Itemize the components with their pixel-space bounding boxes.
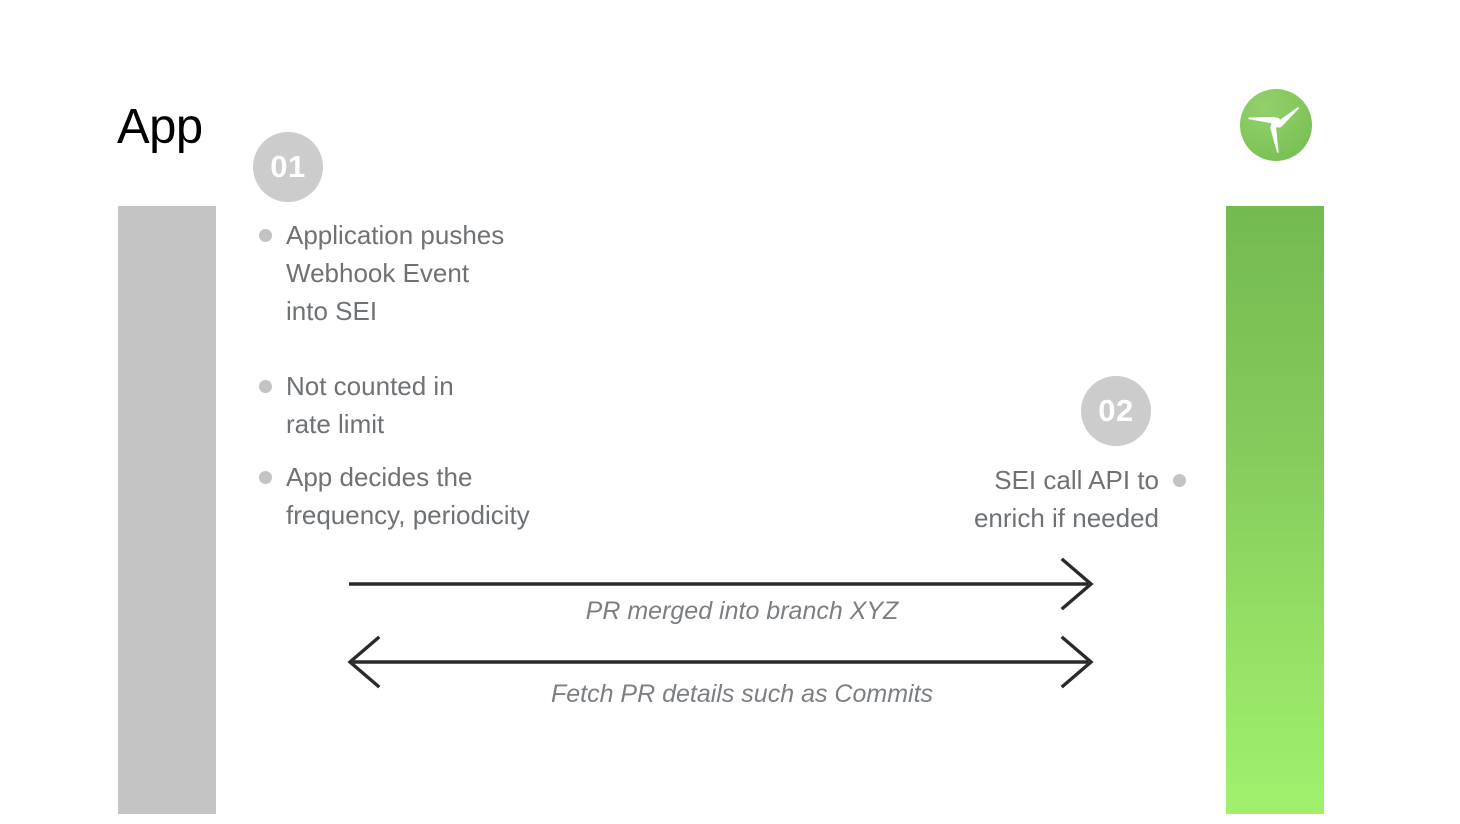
bullet-line: App decides the — [286, 462, 473, 492]
list-item: Application pushes Webhook Event into SE… — [255, 216, 715, 330]
bullet-group-app-1: Application pushes Webhook Event into SE… — [255, 216, 715, 330]
sei-lane-bar — [1226, 206, 1324, 814]
bullet-line: frequency, periodicity — [286, 500, 530, 530]
bullet-group-app-3: App decides the frequency, periodicity — [255, 458, 715, 534]
arrow-label-fetch-pr-details: Fetch PR details such as Commits — [550, 680, 934, 708]
arrow-label-pr-merged: PR merged into branch XYZ — [585, 597, 899, 625]
list-item: SEI call API to enrich if needed — [860, 461, 1190, 537]
arrow-fetch-pr-details-icon — [347, 635, 1094, 689]
bullet-dot-icon — [259, 471, 272, 484]
bullet-line: Webhook Event — [286, 258, 470, 288]
step-badge-02: 02 — [1081, 376, 1151, 446]
bullet-dot-icon — [259, 229, 272, 242]
harness-propeller-logo-icon — [1240, 89, 1312, 161]
bullet-group-app-2: Not counted in rate limit — [255, 367, 715, 443]
bullet-dot-icon — [1173, 474, 1186, 487]
bullet-line: into SEI — [286, 296, 378, 326]
bullet-line: Not counted in — [286, 371, 454, 401]
page-title: App — [117, 100, 203, 154]
bullet-line: enrich if needed — [973, 503, 1159, 533]
bullet-group-sei-1: SEI call API to enrich if needed — [860, 461, 1190, 537]
bullet-dot-icon — [259, 380, 272, 393]
app-lane-bar — [118, 206, 216, 814]
bullet-line: Application pushes — [286, 220, 505, 250]
bullet-line: SEI call API to — [994, 465, 1159, 495]
bullet-line: rate limit — [286, 409, 385, 439]
list-item: App decides the frequency, periodicity — [255, 458, 715, 534]
step-badge-01: 01 — [253, 132, 323, 202]
list-item: Not counted in rate limit — [255, 367, 715, 443]
